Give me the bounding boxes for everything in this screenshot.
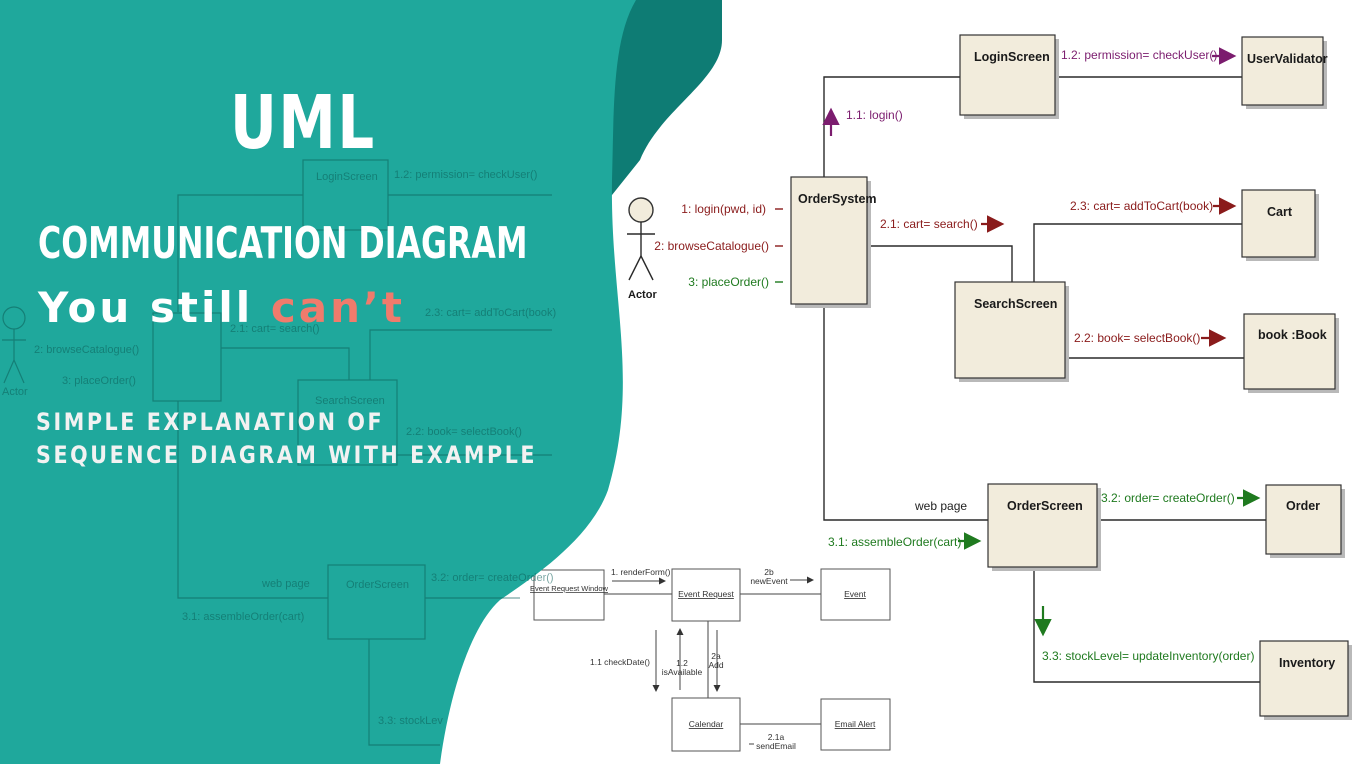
- obj-book-label: book :Book: [1258, 328, 1327, 342]
- msg-place-order: 3: placeOrder(): [688, 275, 769, 289]
- msg-new-event-num: 2b: [764, 567, 774, 577]
- subtitle-line-2: SEQUENCE DIAGRAM WITH EXAMPLE: [36, 441, 538, 469]
- ghost-search-screen: SearchScreen: [315, 395, 385, 407]
- ghost-diagram: LoginScreen 1.2: permission= checkUser()…: [2, 159, 556, 746]
- obj-event-request: [671, 568, 741, 622]
- msg-send-email: sendEmail: [756, 741, 796, 751]
- ghost-browse: 2: browseCatalogue(): [34, 344, 139, 356]
- msg-is-available: isAvailable: [662, 667, 703, 677]
- obj-search-screen-label: SearchScreen: [974, 297, 1057, 311]
- ghost-cart-search: 2.1: cart= search(): [230, 323, 320, 335]
- msg-2-1: 2.1: cart= search(): [880, 217, 978, 231]
- subtitle-line-1: SIMPLE EXPLANATION OF: [36, 408, 385, 436]
- tagline: You still can’t: [38, 283, 405, 332]
- obj-search-screen: SearchScreen: [954, 281, 1069, 382]
- msg-2-2: 2.2: book= selectBook(): [1074, 331, 1200, 345]
- msg-add-num: 2a: [711, 651, 721, 661]
- msg-browse-catalogue: 2: browseCatalogue(): [654, 239, 769, 253]
- msg-is-available-num: 1.2: [676, 658, 688, 668]
- obj-email-alert: [820, 698, 891, 751]
- ghost-order-screen: OrderScreen: [346, 579, 409, 591]
- obj-login-screen-label: LoginScreen: [974, 50, 1050, 64]
- obj-event-label: Event: [844, 589, 866, 599]
- label-web-page: web page: [914, 499, 967, 513]
- obj-event: [820, 568, 891, 621]
- obj-order-screen: OrderScreen: [987, 483, 1101, 571]
- obj-inventory-label: Inventory: [1279, 656, 1335, 670]
- heading-communication-diagram: COMMUNICATION DIAGRAM: [38, 218, 528, 269]
- ghost-login-screen: LoginScreen: [316, 171, 378, 183]
- communication-diagram: Actor OrderSystem LoginScreen UserValida…: [627, 34, 1352, 720]
- obj-cart: Cart: [1241, 189, 1319, 261]
- obj-order-label: Order: [1286, 499, 1320, 513]
- obj-order: Order: [1265, 484, 1345, 558]
- link-ordersystem-login: [823, 76, 960, 178]
- obj-email-alert-label: Email Alert: [835, 719, 876, 729]
- obj-order-system-label: OrderSystem: [798, 192, 877, 206]
- obj-calendar: [671, 697, 741, 752]
- teal-panel: [0, 0, 636, 764]
- msg-add: Add: [708, 660, 723, 670]
- obj-inventory: Inventory: [1259, 640, 1352, 720]
- title-uml: UML: [230, 80, 376, 166]
- msg-render-form: 1. renderForm(): [611, 567, 671, 577]
- obj-calendar-label: Calendar: [689, 719, 724, 729]
- msg-1-1: 1.1: login(): [846, 108, 903, 122]
- obj-book: book :Book: [1243, 313, 1339, 393]
- msg-1-2: 1.2: permission= checkUser(): [1061, 48, 1217, 62]
- obj-cart-label: Cart: [1267, 205, 1293, 219]
- msg-3-3: 3.3: stockLevel= updateInventory(order): [1042, 649, 1254, 663]
- msg-login: 1: login(pwd, id): [681, 202, 766, 216]
- obj-event-request-label: Event Request: [678, 589, 734, 599]
- dark-teal-accent: [600, 0, 722, 210]
- msg-3-2: 3.2: order= createOrder(): [1101, 491, 1235, 505]
- msg-3-1: 3.1: assembleOrder(cart): [828, 535, 961, 549]
- event-diagram: Event Request Window Event Request Event…: [530, 567, 891, 752]
- msg-new-event: newEvent: [750, 576, 788, 586]
- link-search-cart: [1033, 223, 1242, 282]
- link-orderscreen-inventory: [1033, 567, 1260, 683]
- obj-event-request-window-label: Event Request Window: [530, 584, 609, 593]
- msg-send-email-num: 2.1a: [768, 732, 785, 742]
- tagline-prefix: You still: [38, 283, 271, 332]
- obj-order-screen-label: OrderScreen: [1007, 499, 1083, 513]
- ghost-stock: 3.3: stockLev: [378, 715, 443, 727]
- msg-2-3: 2.3: cart= addToCart(book): [1070, 199, 1213, 213]
- actor-label: Actor: [628, 289, 657, 301]
- ghost-add-to-cart: 2.3: cart= addToCart(book): [425, 307, 556, 319]
- ghost-web-page: web page: [261, 578, 310, 590]
- obj-event-request-window: [533, 569, 605, 621]
- msg-check-date: 1.1 checkDate(): [590, 657, 650, 667]
- ghost-select-book: 2.2: book= selectBook(): [406, 426, 522, 438]
- ghost-place-order: 3: placeOrder(): [62, 375, 136, 387]
- ghost-permission: 1.2: permission= checkUser(): [394, 169, 537, 181]
- link-ordersystem-search: [870, 245, 1013, 282]
- link-ordersystem-orderscreen: [823, 305, 988, 521]
- ghost-actor: Actor: [2, 386, 28, 398]
- tagline-highlight: can’t: [270, 283, 405, 332]
- ghost-assemble: 3.1: assembleOrder(cart): [182, 611, 304, 623]
- ghost-create-order: 3.2: order= createOrder(): [431, 572, 554, 584]
- actor-figure: Actor: [627, 197, 657, 301]
- obj-user-validator: UserValidator: [1241, 36, 1328, 109]
- obj-login-screen: LoginScreen: [959, 34, 1059, 119]
- obj-order-system: OrderSystem: [790, 176, 877, 308]
- obj-user-validator-label: UserValidator: [1247, 52, 1328, 66]
